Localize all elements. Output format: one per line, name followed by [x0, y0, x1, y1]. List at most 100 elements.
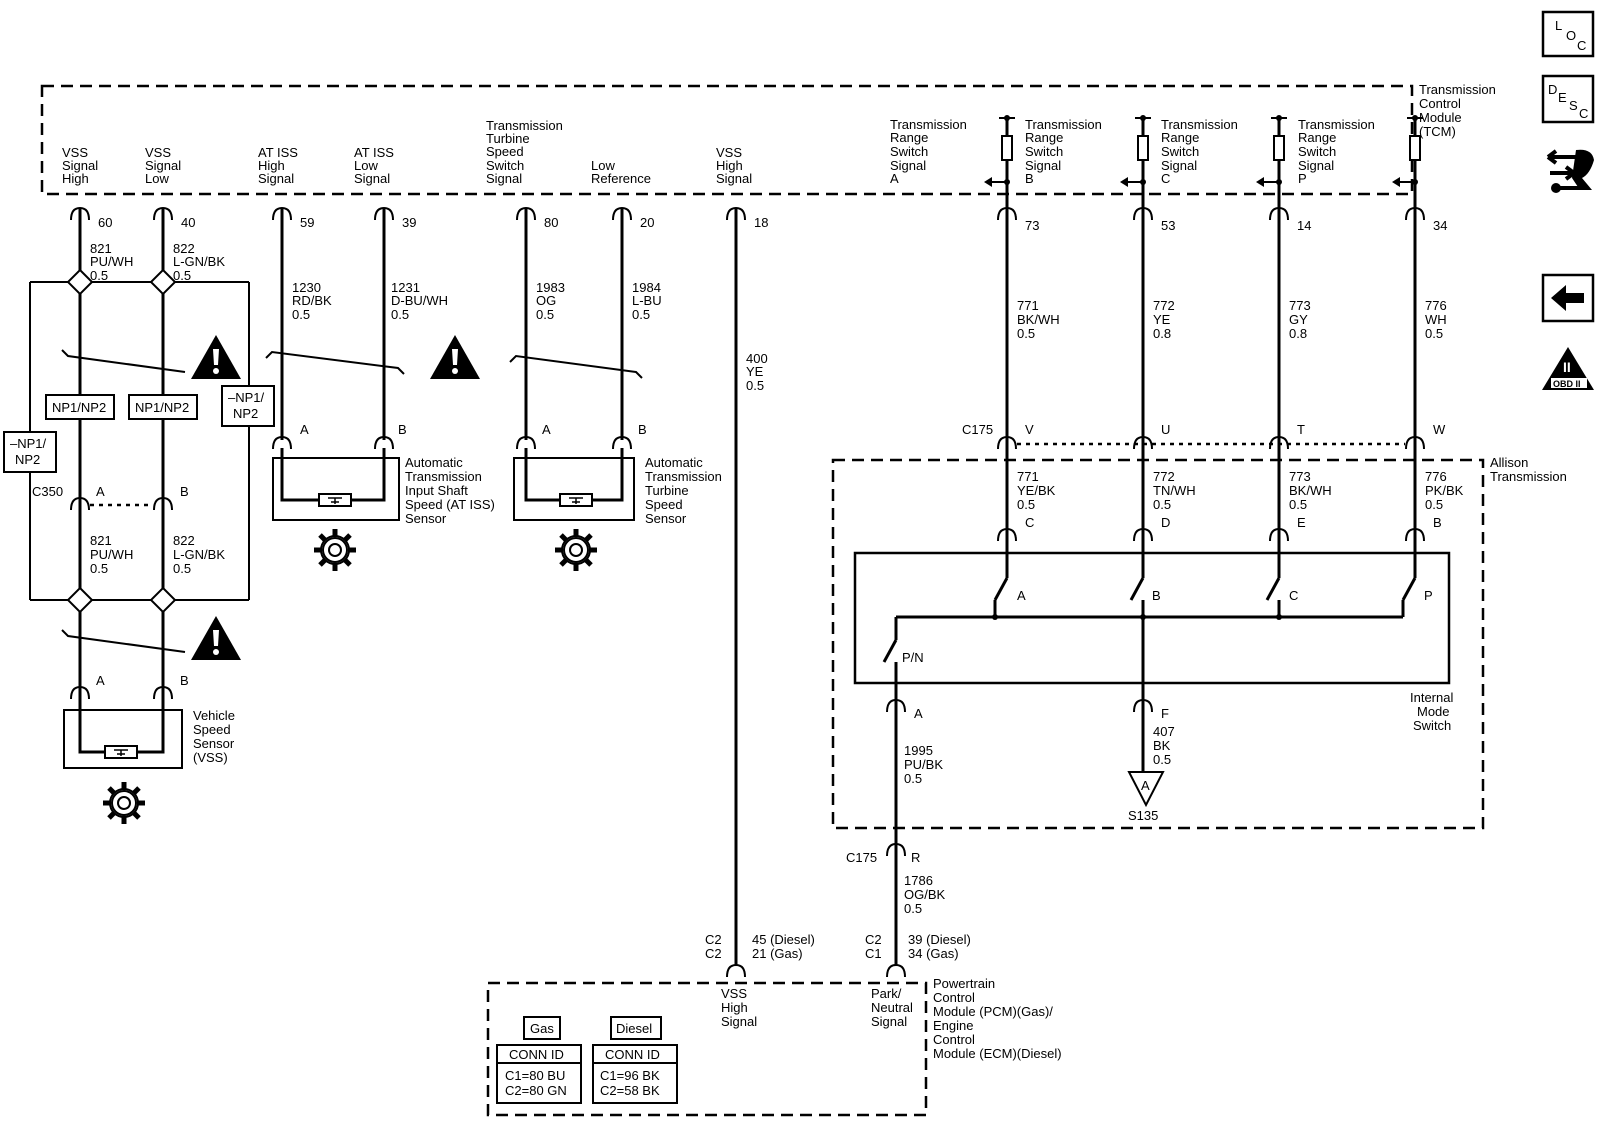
svg-text:34: 34: [1433, 218, 1447, 233]
svg-text:59: 59: [300, 215, 314, 230]
svg-text:E: E: [1297, 515, 1306, 530]
svg-text:W: W: [1433, 422, 1446, 437]
connector-c175-r: C175 R: [846, 843, 920, 865]
svg-text:R: R: [911, 850, 920, 865]
tcm-pullup-73: [984, 115, 1015, 208]
pcm-box: [486, 981, 928, 1117]
conn-id-diesel: Diesel CONN ID C1=96 BK C2=58 BK: [592, 1016, 678, 1104]
desc-icon[interactable]: D E S C: [1541, 74, 1595, 124]
loc-icon[interactable]: L O C: [1541, 10, 1595, 58]
svg-text:–NP1/: –NP1/: [10, 436, 47, 451]
svg-text:C: C: [1289, 588, 1298, 603]
schematic-icon[interactable]: [1546, 149, 1594, 193]
ims-switches: A B C P P/N: [882, 553, 1433, 720]
gear-icon: [314, 529, 356, 571]
svg-text:C175: C175: [846, 850, 877, 865]
ims-connector: C D E B: [997, 515, 1442, 542]
svg-text:C1=80 BU: C1=80 BU: [505, 1068, 565, 1083]
turbine-sensor: A B: [513, 422, 647, 521]
svg-text:C: C: [1579, 106, 1588, 121]
svg-text:B: B: [180, 484, 189, 499]
svg-text:Gas: Gas: [530, 1021, 554, 1036]
svg-text:53: 53: [1161, 218, 1175, 233]
svg-text:C: C: [1025, 515, 1034, 530]
option-np-left: NP1/NP2: [45, 394, 115, 420]
ims-box: [853, 551, 1451, 685]
turbine-circuit: [509, 208, 643, 440]
svg-text:CONN ID: CONN ID: [509, 1047, 564, 1062]
conn-id-gas: Gas CONN ID C1=80 BU C2=80 GN: [496, 1016, 582, 1104]
back-arrow-icon[interactable]: [1541, 273, 1595, 323]
svg-text:P/N: P/N: [902, 650, 924, 665]
vss-sensor: A B: [63, 673, 189, 769]
svg-text:NP2: NP2: [15, 452, 40, 467]
vss-circuit: [29, 208, 250, 700]
connector-c350: C350 A B: [32, 484, 189, 511]
tcm-pins: 60 40 59 39 80 20 18 73 53 14 34: [70, 207, 1447, 233]
svg-text:40: 40: [181, 215, 195, 230]
range-wires: [1005, 208, 1417, 560]
svg-text:80: 80: [544, 215, 558, 230]
svg-text:60: 60: [98, 215, 112, 230]
svg-text:S135: S135: [1128, 808, 1158, 823]
gear-icon: [555, 529, 597, 571]
svg-text:A: A: [1017, 588, 1026, 603]
svg-text:C2=80 GN: C2=80 GN: [505, 1083, 567, 1098]
svg-text:F: F: [1161, 706, 1169, 721]
splice-s135: A S135: [1127, 771, 1165, 823]
option-np-mid: NP1/NP2: [128, 394, 198, 420]
connector-c175: C175 V U T W: [962, 422, 1446, 450]
svg-text:C1=96 BK: C1=96 BK: [600, 1068, 660, 1083]
pcm-pins-right: 39 (Diesel)34 (Gas): [908, 932, 971, 961]
warning-icon: [191, 335, 241, 379]
svg-text:Diesel: Diesel: [616, 1021, 652, 1036]
svg-text:C: C: [1577, 38, 1586, 53]
svg-text:NP1/NP2: NP1/NP2: [52, 400, 106, 415]
svg-text:V: V: [1025, 422, 1034, 437]
svg-text:O: O: [1566, 28, 1576, 43]
atiss-circuit: [265, 208, 405, 440]
svg-text:C350: C350: [32, 484, 63, 499]
svg-text:D: D: [1161, 515, 1170, 530]
svg-text:P: P: [1424, 588, 1433, 603]
pcm-pins-left: 45 (Diesel)21 (Gas): [752, 932, 815, 961]
svg-text:C2=58 BK: C2=58 BK: [600, 1083, 660, 1098]
svg-text:NP2: NP2: [233, 406, 258, 421]
svg-text:D: D: [1548, 82, 1557, 97]
svg-text:A: A: [542, 422, 551, 437]
tcm-label: Transmission Control Module (TCM): [1419, 82, 1499, 139]
obd2-icon[interactable]: II OBD II: [1542, 347, 1594, 390]
svg-text:A: A: [96, 673, 105, 688]
svg-text:A: A: [300, 422, 309, 437]
svg-text:20: 20: [640, 215, 654, 230]
ims-bottom-pins: A F: [886, 699, 1169, 721]
svg-text:II: II: [1563, 359, 1571, 375]
